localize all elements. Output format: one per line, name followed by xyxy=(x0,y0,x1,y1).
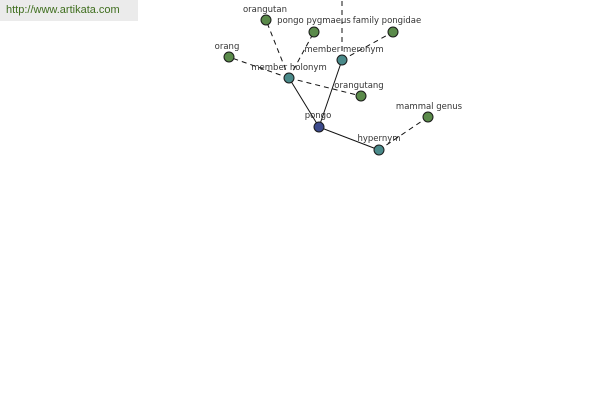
edge-hypernym-to-mammal-genus xyxy=(378,116,429,151)
node-label-member-meronym[interactable]: member meronym xyxy=(304,45,383,55)
edge-member-holonym-to-orangutan xyxy=(265,19,290,79)
edge-member-holonym-to-orangutang xyxy=(288,77,362,97)
node-label-family-pongidae[interactable]: family pongidae xyxy=(353,16,422,26)
node-family-pongidae[interactable] xyxy=(387,26,399,38)
node-pongo[interactable] xyxy=(313,121,325,133)
node-orang[interactable] xyxy=(223,51,235,63)
nodes-layer xyxy=(223,14,434,156)
node-mammal-genus[interactable] xyxy=(422,111,434,123)
node-label-pongo[interactable]: pongo xyxy=(305,111,332,121)
edges-layer xyxy=(228,0,429,151)
node-label-orang[interactable]: orang xyxy=(215,42,240,52)
node-member-meronym[interactable] xyxy=(336,54,348,66)
edge-member-holonym-to-orang xyxy=(228,56,290,79)
edge-pongo-to-member-holonym xyxy=(288,77,320,128)
edge-member-meronym-to-family-pongidae xyxy=(341,31,394,61)
node-label-mammal-genus[interactable]: mammal genus xyxy=(396,102,463,112)
node-pongo-pygmaeus[interactable] xyxy=(308,26,320,38)
source-link[interactable]: http://www.artikata.com xyxy=(0,0,138,21)
node-orangutang[interactable] xyxy=(355,90,367,102)
node-member-holonym[interactable] xyxy=(283,72,295,84)
node-hypernym[interactable] xyxy=(373,144,385,156)
node-label-member-holonym[interactable]: member holonym xyxy=(251,63,326,73)
node-label-orangutan[interactable]: orangutan xyxy=(243,5,287,15)
edge-pongo-to-member-meronym xyxy=(318,59,343,128)
labels-layer: pongo member holonym member meronym hyperny… xyxy=(215,5,463,144)
node-label-hypernym[interactable]: hypernym xyxy=(357,134,400,144)
node-label-pongo-pygmaeus[interactable]: pongo pygmaeus xyxy=(277,16,351,26)
edge-pongo-to-hypernym xyxy=(318,126,380,151)
node-label-orangutang[interactable]: orangutang xyxy=(334,81,383,91)
node-orangutan[interactable] xyxy=(260,14,272,26)
